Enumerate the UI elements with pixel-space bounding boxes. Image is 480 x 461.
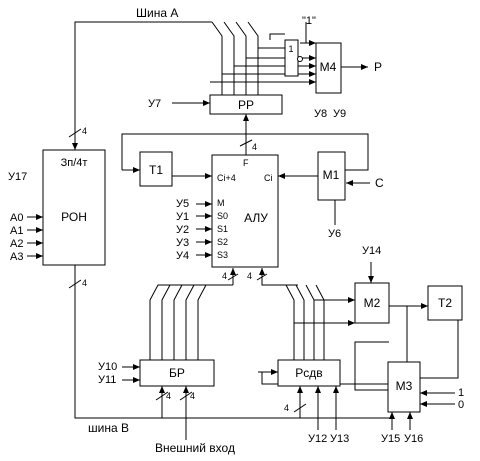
psdv-ctrl-label-2: У13 <box>330 433 349 445</box>
m3-const-0: 0 <box>458 399 464 411</box>
alu-block <box>211 154 279 268</box>
m3-ctrl-label-2: У16 <box>404 433 423 445</box>
external-input-label: Внешний вход <box>155 441 235 455</box>
ron-out-tick <box>68 279 82 289</box>
width-br-bus: 4 <box>166 391 171 401</box>
psdv-in-2 <box>295 284 305 360</box>
alu-ctrl-s3-label: У4 <box>176 250 189 262</box>
t1-block <box>139 151 173 187</box>
m3-ctrl-label-1: У15 <box>381 433 400 445</box>
br-label: БР <box>169 366 185 380</box>
bus-a-tick <box>68 128 82 138</box>
br-ctrl-label-1: У10 <box>98 361 117 373</box>
br-block <box>139 359 215 387</box>
bus-b-label: шина В <box>88 421 129 435</box>
bus-a-line <box>74 21 212 135</box>
br-ext-tick <box>179 391 193 401</box>
m1-input-label: C <box>375 176 384 190</box>
width-psdv-bus: 4 <box>284 403 289 413</box>
m3-const-1: 1 <box>458 387 464 399</box>
ron-input-a1: A1 <box>10 225 23 237</box>
t2-label: Т2 <box>438 296 452 310</box>
psdv-ctrl-label-1: У12 <box>308 433 327 445</box>
bus-a-line-2 <box>223 21 235 95</box>
pp-bus-tick <box>239 139 253 147</box>
m1-label: M1 <box>323 168 340 182</box>
alu-s3-label: S3 <box>217 250 228 260</box>
psdv-label: Рсдв <box>295 366 322 380</box>
alu-ctrl-m-label: У5 <box>176 198 189 210</box>
m3-label: M3 <box>396 379 413 393</box>
m4-label: M4 <box>320 60 337 74</box>
m1-ctrl-label: У6 <box>328 228 341 240</box>
pp-label: РР <box>238 98 254 112</box>
m2-ctrl-label: У14 <box>362 245 381 257</box>
m4-block <box>315 42 342 94</box>
m4-ctrl-label-2: У9 <box>333 108 346 120</box>
pp-block <box>209 94 283 115</box>
t2-to-m3 <box>420 320 459 379</box>
psdv-block <box>277 359 341 387</box>
m4-output-label: P <box>374 60 382 74</box>
br-bus-tick <box>155 391 169 401</box>
width-ron-out: 4 <box>82 278 87 288</box>
alu-label: АЛУ <box>244 211 268 225</box>
ron-top-port-label: Зп/4т <box>61 157 88 169</box>
ron-input-a2: A2 <box>10 238 23 250</box>
alu-s1-label: S1 <box>217 224 228 234</box>
psdv-in-1 <box>285 284 295 360</box>
alu-s0-label: S0 <box>217 211 228 221</box>
br-alu-1 <box>149 284 228 360</box>
br-alu-3 <box>173 284 183 360</box>
alu-in-tick-b <box>256 273 268 281</box>
inverter-label: 1 <box>288 44 293 54</box>
t1-label: Т1 <box>149 163 163 177</box>
ron-ctrl-label: У17 <box>8 171 27 183</box>
m3-block <box>387 361 421 413</box>
width-alu-a: 4 <box>222 271 227 281</box>
m2-label: M2 <box>364 296 381 310</box>
psdv-bus-tick <box>293 403 307 413</box>
m4-ctrl-label-1: У8 <box>314 108 327 120</box>
inverter-bubble <box>297 56 303 62</box>
alu-s2-label: S2 <box>217 237 228 247</box>
br-alu-5 <box>197 284 207 360</box>
bus-a-line-1 <box>211 21 223 95</box>
nand-feed <box>269 33 285 40</box>
m4-const-label: "1" <box>302 15 316 27</box>
alu-f-label: F <box>243 158 249 168</box>
wires <box>27 21 459 440</box>
alu-psdv-bus <box>261 268 298 286</box>
pp-ctrl-label: У7 <box>148 98 161 110</box>
ron-input-a3: A3 <box>10 251 23 263</box>
br-ctrl-label-2: У11 <box>98 374 116 386</box>
ron-input-a0: A0 <box>10 212 23 224</box>
width-alu-b: 4 <box>247 271 252 281</box>
width-pp: 4 <box>252 142 257 152</box>
br-alu-4 <box>185 284 195 360</box>
t2-block <box>427 285 463 321</box>
alu-m-label: M <box>217 198 225 208</box>
m2-block <box>354 282 390 324</box>
alu-ctrl-s1-label: У2 <box>176 224 189 236</box>
m3-loop <box>354 341 389 391</box>
alu-ci-label: Ci <box>264 173 273 183</box>
width-bus-a: 4 <box>82 126 87 136</box>
alu-ctrl-s0-label: У1 <box>176 211 189 223</box>
width-br-ext: 4 <box>190 391 195 401</box>
bus-a-line-3 <box>235 21 247 95</box>
ron-block <box>42 149 106 266</box>
m1-block <box>317 151 346 201</box>
ron-label: РОН <box>61 210 87 224</box>
br-alu-2 <box>161 284 171 360</box>
bus-a-label: Шина А <box>136 6 178 20</box>
alu-ctrl-s2-label: У3 <box>176 237 189 249</box>
bus-b-line <box>74 265 390 419</box>
feedback-loop <box>121 133 369 171</box>
alu-ci4-label: Ci+4 <box>217 173 236 183</box>
alu-in-tick-a <box>227 273 239 281</box>
bus-a-line-4 <box>247 21 259 95</box>
